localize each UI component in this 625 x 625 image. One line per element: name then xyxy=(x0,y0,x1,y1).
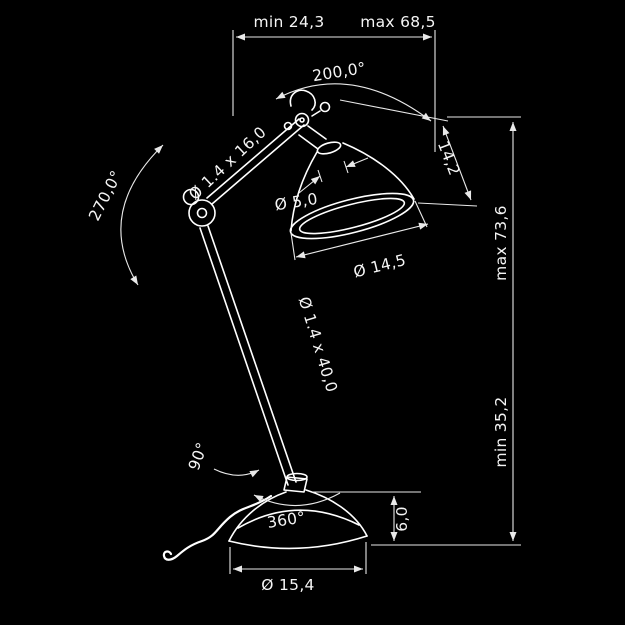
label-base-rotation: 360° xyxy=(266,508,307,532)
label-width-min: min 24,3 xyxy=(253,13,324,31)
dimension-labels: min 24,3 max 68,5 200,0° Ø 1.4 x 16,0 27… xyxy=(85,13,510,594)
label-socket-diameter: Ø 5,0 xyxy=(273,190,319,215)
socket-dia-leader-right xyxy=(345,157,369,168)
label-base-height: 6,0 xyxy=(393,506,411,532)
elbow-rotation-arc xyxy=(120,144,164,286)
shade-height-dim-line xyxy=(442,125,472,201)
label-shade-diameter: Ø 14,5 xyxy=(352,251,408,281)
lamp-outline xyxy=(162,89,415,561)
base-left-profile xyxy=(228,491,287,542)
elbow-joint-back-disc xyxy=(182,188,200,206)
label-height-max: max 73,6 xyxy=(492,205,510,281)
socket-tube-bottom xyxy=(298,134,319,150)
upper-arm-back xyxy=(206,118,300,199)
label-lower-tube: Ø 1.4 x 40,0 xyxy=(295,295,341,395)
base-joint-leader xyxy=(213,468,260,478)
base-neck-cap xyxy=(286,472,308,482)
base-rotation-arc xyxy=(253,492,341,507)
base-right-profile xyxy=(305,489,368,537)
base-surface-curve xyxy=(237,509,360,529)
socket-tube-top xyxy=(307,125,327,140)
label-width-max: max 68,5 xyxy=(360,13,436,31)
base-neck xyxy=(283,476,308,493)
head-knob-stem xyxy=(311,110,321,117)
shade-neck-collar xyxy=(316,141,342,155)
shade-right-profile xyxy=(342,142,415,200)
shade-dia-ext-right xyxy=(414,200,428,228)
upper-arm-front xyxy=(211,124,305,205)
shade-height-ext-bottom xyxy=(417,202,478,207)
label-elbow-angle: 270,0° xyxy=(85,168,126,224)
shade-dia-ext-left xyxy=(290,232,296,261)
label-shade-height: 14,2 xyxy=(434,138,464,178)
head-pivot-axle xyxy=(299,117,305,123)
label-base-joint-angle: 90° xyxy=(185,440,212,473)
power-cord xyxy=(162,494,273,561)
head-knob xyxy=(319,101,331,113)
head-rotation-arc xyxy=(275,83,432,122)
shade-left-profile xyxy=(290,151,318,232)
base-bottom-edge xyxy=(228,535,368,550)
label-head-angle: 200,0° xyxy=(311,59,367,85)
socket-dia-leader-left xyxy=(298,175,321,194)
lower-arm-front xyxy=(207,225,297,483)
head-bracket-hook xyxy=(289,89,316,111)
elbow-joint-disc xyxy=(188,199,216,227)
label-height-min: min 35,2 xyxy=(492,396,510,467)
lower-arm-back xyxy=(199,227,289,486)
shade-dia-dim-line xyxy=(295,222,429,259)
elbow-joint-axle xyxy=(196,207,208,219)
dimension-lines xyxy=(120,30,521,574)
shade-height-ext-top xyxy=(339,99,449,122)
label-base-diameter: Ø 15,4 xyxy=(261,576,314,594)
